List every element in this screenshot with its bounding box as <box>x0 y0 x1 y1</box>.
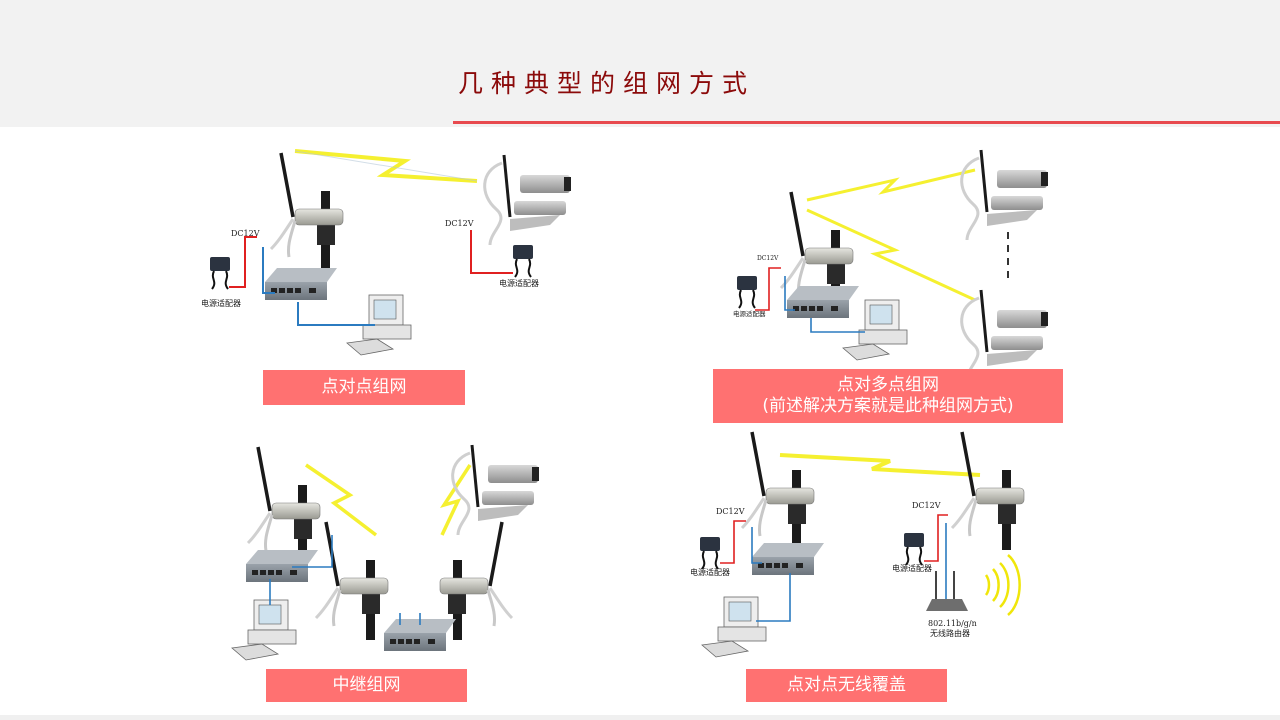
power-adapter <box>736 275 758 309</box>
power-wire <box>229 236 257 288</box>
power-adapter <box>512 244 534 278</box>
network-switch <box>265 268 337 300</box>
power-adapter-label: 电源适配器 <box>499 278 539 288</box>
ip-camera <box>451 443 541 537</box>
power-adapter-label: 电源适配器 <box>892 563 932 573</box>
power-wire <box>720 520 746 564</box>
power-adapter-label: 电源适配器 <box>201 298 241 308</box>
router-name-label: 无线路由器 <box>930 628 970 638</box>
caption-relay: 中继组网 <box>266 669 467 702</box>
diagram-point-to-point: DC12V DC12V 电源适配器 电源适配器 <box>201 149 573 356</box>
network-wire <box>784 276 795 311</box>
wireless-link <box>779 453 981 477</box>
dc12v-label: DC12V <box>912 501 941 510</box>
power-adapter <box>903 532 925 566</box>
header-band <box>0 0 1280 127</box>
page-title: 几种典型的组网方式 <box>458 69 756 98</box>
dc12v-label: DC12V <box>445 219 474 228</box>
diagram-relay <box>231 443 541 661</box>
ip-camera <box>960 148 1050 242</box>
computer <box>701 596 767 658</box>
wireless-router <box>926 571 968 611</box>
network-switch <box>752 543 824 575</box>
power-wire <box>924 514 948 562</box>
computer <box>231 599 297 661</box>
dc12v-label: DC12V <box>757 255 779 262</box>
caption-point-to-point: 点对点组网 <box>263 370 465 405</box>
dc12v-label: DC12V <box>716 507 745 516</box>
power-wire <box>755 267 781 311</box>
diagram-point-to-multipoint: DC12V 电源适配器 <box>733 148 1050 382</box>
computer <box>842 299 908 361</box>
network-switch <box>246 550 318 582</box>
wireless-link <box>294 149 478 183</box>
wireless-bridge-ap <box>246 445 322 567</box>
router-model-label: 802.11b/g/n <box>928 619 977 628</box>
network-wire <box>751 527 762 564</box>
wireless-link <box>305 463 378 537</box>
power-adapter <box>699 536 721 570</box>
ip-camera <box>960 288 1050 382</box>
dc12v-label: DC12V <box>231 229 260 238</box>
wireless-link <box>439 464 472 536</box>
power-adapter-label: 电源适配器 <box>733 309 766 318</box>
wireless-bridge-ap <box>950 430 1026 552</box>
wireless-link <box>806 208 976 302</box>
power-adapter <box>209 256 231 290</box>
power-wire <box>470 230 513 274</box>
diagram-wireless-coverage: DC12V DC12V 电源适配器 电源适配器 802.11b/g/n 无线路由… <box>690 430 1026 658</box>
wifi-signal-icon <box>984 554 1021 616</box>
relay-ap <box>314 520 390 642</box>
title-underline <box>453 121 1280 124</box>
ip-camera <box>483 153 573 247</box>
network-wire <box>292 535 333 568</box>
footer-band <box>0 715 1280 720</box>
network-wire <box>756 573 791 622</box>
wireless-link <box>806 168 976 202</box>
network-wire <box>810 318 865 333</box>
network-switch <box>787 286 859 318</box>
power-adapter-label: 电源适配器 <box>690 567 730 577</box>
caption-wireless-coverage: 点对点无线覆盖 <box>746 669 947 702</box>
network-wire <box>262 247 275 294</box>
wireless-bridge-ap <box>269 151 345 273</box>
caption-point-to-multipoint: 点对多点组网 (前述解决方案就是此种组网方式) <box>713 369 1063 423</box>
network-wire <box>297 302 375 326</box>
